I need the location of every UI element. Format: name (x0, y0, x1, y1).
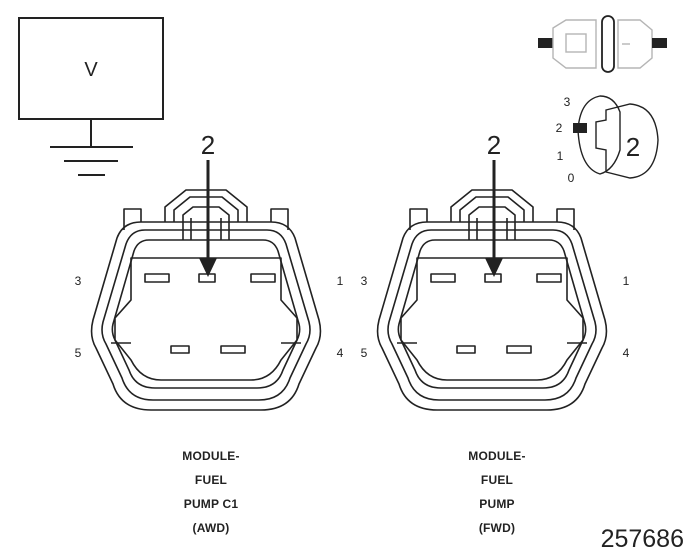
latch-inner (459, 196, 525, 222)
post-right (270, 208, 289, 230)
probe-tip-right (652, 38, 667, 48)
caption-line: (FWD) (479, 521, 515, 535)
key-scale-2: 2 (556, 121, 563, 135)
key-scale-3: 3 (564, 95, 571, 109)
pin-label-5-awd: 5 (75, 346, 82, 360)
connector-awd (90, 160, 322, 411)
cavity-opening (114, 257, 298, 381)
terminal-key-icon (577, 95, 659, 179)
housing-outer (376, 221, 608, 411)
key-scale-0: 0 (568, 171, 575, 185)
callout-label-awd: 2 (201, 130, 215, 160)
latch-tab (468, 206, 516, 240)
key-label: 2 (626, 132, 640, 162)
pin-label-4-awd: 4 (337, 346, 344, 360)
caption-line: FUEL (195, 473, 227, 487)
caption-fwd: MODULE- FUEL PUMP (FWD) (468, 449, 525, 535)
caption-line: FUEL (481, 473, 513, 487)
post-right (556, 208, 575, 230)
terminal-3 (144, 273, 170, 283)
pin-label-3-fwd: 3 (361, 274, 368, 288)
voltmeter-symbol: V (84, 59, 98, 81)
seal-ring (601, 15, 615, 73)
latch-outer (450, 189, 534, 222)
terminal-5 (456, 345, 476, 354)
caption-line: MODULE- (182, 449, 239, 463)
pin-label-1-fwd: 1 (623, 274, 630, 288)
cavity-opening (400, 257, 584, 381)
latch-tab (182, 206, 230, 240)
housing-mid (101, 229, 311, 401)
post-left (123, 208, 142, 230)
housing-inner (111, 239, 301, 389)
pin-label-5-fwd: 5 (361, 346, 368, 360)
terminal-5 (170, 345, 190, 354)
plug-body (552, 19, 597, 69)
caption-awd: MODULE- FUEL PUMP C1 (AWD) (182, 449, 239, 535)
callout-label-fwd: 2 (487, 130, 501, 160)
terminal-1 (536, 273, 562, 283)
pin-label-3-awd: 3 (75, 274, 82, 288)
housing-outer (90, 221, 322, 411)
housing-inner (397, 239, 587, 389)
key-wheel (577, 95, 621, 175)
latch-outer (164, 189, 248, 222)
connector-fwd (376, 160, 608, 411)
pin-label-1-awd: 1 (337, 274, 344, 288)
caption-line: PUMP C1 (184, 497, 239, 511)
probe-adapter-icon (538, 15, 667, 73)
callout-arrowhead (485, 258, 503, 277)
callout-arrowhead (199, 258, 217, 277)
terminal-2 (484, 273, 502, 283)
terminal-2 (198, 273, 216, 283)
post-left (409, 208, 428, 230)
caption-line: (AWD) (193, 521, 230, 535)
figure-number: 257686 (601, 525, 684, 553)
terminal-4 (220, 345, 246, 354)
voltmeter (18, 17, 164, 176)
terminal-4 (506, 345, 532, 354)
receptacle-body (617, 19, 653, 69)
pin-label-4-fwd: 4 (623, 346, 630, 360)
plug-latch (565, 33, 587, 53)
caption-line: MODULE- (468, 449, 525, 463)
housing-mid (387, 229, 597, 401)
terminal-3 (430, 273, 456, 283)
latch-inner (173, 196, 239, 222)
caption-line: PUMP (479, 497, 514, 511)
key-position-marker (573, 123, 587, 133)
key-scale-1: 1 (557, 149, 564, 163)
terminal-1 (250, 273, 276, 283)
key-blade (595, 103, 659, 179)
probe-tip-left (538, 38, 553, 48)
